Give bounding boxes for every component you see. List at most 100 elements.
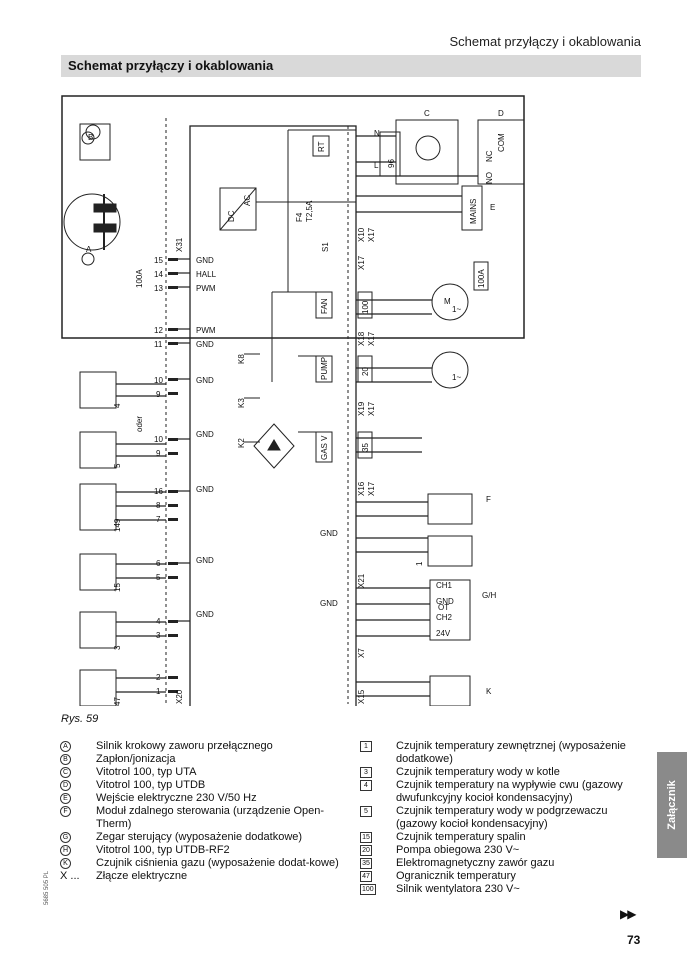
diagram-misc: oder (135, 416, 144, 432)
block-label: AC (243, 195, 252, 206)
connector-label: X20 (175, 689, 184, 704)
diagram-letter: A (86, 245, 92, 254)
left-pin-label: 14 (154, 270, 163, 279)
diagram-letter: F (486, 495, 491, 504)
code-label: 20 (361, 367, 370, 376)
left-pin-label: 9 (156, 449, 161, 458)
code-label: 100A (135, 269, 144, 288)
block-label: 96 (387, 159, 396, 168)
legend-text: Wejście elektryczne 230 V/50 Hz (96, 792, 257, 804)
doc-code: 5685 505 PL (44, 870, 50, 905)
diagram-misc: M (444, 297, 451, 306)
legend-text: Zapłon/jonizacja (96, 753, 176, 765)
legend-right: 1 Czujnik temperatury zewnętrznej (wyposa… (360, 740, 640, 896)
block-label: 24V (436, 629, 451, 638)
legend-text: Czujnik temperatury spalin (396, 831, 526, 843)
legend-key: 4 (360, 780, 372, 791)
side-tab-label: Załącznik (666, 780, 678, 830)
legend-key: C (60, 767, 71, 778)
figure-caption: Rys. 59 (61, 713, 99, 725)
legend-key: X ... (60, 870, 80, 882)
legend-text: Silnik krokowy zaworu przełącznego (96, 740, 273, 752)
block-label: S1 (321, 242, 330, 252)
legend-key: 3 (360, 767, 372, 778)
block-label: RT (317, 141, 326, 152)
legend-item: 100 Silnik wentylatora 230 V~ (360, 883, 640, 896)
code-label: 35 (361, 443, 370, 452)
legend-text: Czujnik temperatury na wypływie cwu (gaz… (396, 779, 623, 804)
diagram-letter: G/H (482, 591, 496, 600)
connector-label: X17 (357, 255, 366, 270)
block-label: T2,5A (305, 200, 314, 222)
legend-text: Złącze elektryczne (96, 870, 188, 882)
left-pin-label: 12 (154, 326, 163, 335)
legend-text: Elektromagnetyczny zawór gazu (396, 857, 555, 869)
left-pin-label: 6 (156, 559, 161, 568)
legend-key: D (60, 780, 71, 791)
legend-key: 1 (360, 741, 372, 752)
left-pin-label: 5 (156, 573, 161, 582)
block-label: K8 (237, 354, 246, 364)
legend-key: H (60, 845, 71, 856)
legend-key: 20 (360, 845, 372, 856)
diagram-letter: B (88, 133, 93, 142)
legend-text: Silnik wentylatora 230 V~ (396, 883, 520, 895)
code-label: 3 (113, 645, 122, 650)
block-label: F4 (295, 212, 304, 222)
legend-key: A (60, 741, 71, 752)
section-title: Schemat przyłączy i okablowania (68, 58, 274, 73)
left-pin-label: 2 (156, 673, 161, 682)
board-terminal-label: GND (196, 556, 214, 565)
legend-item: 35 Elektromagnetyczny zawór gazu (360, 857, 640, 870)
legend-item: C Vitotrol 100, typ UTA (60, 766, 350, 779)
block-label: K2 (237, 438, 246, 448)
left-pin-label: 10 (154, 376, 163, 385)
connector-label: X10 (357, 227, 366, 242)
left-pin-label: 9 (156, 390, 161, 399)
legend-text: Czujnik temperatury zewnętrznej (wyposaż… (396, 740, 626, 765)
legend-text: Zegar sterujący (wyposażenie dodatkowe) (96, 831, 303, 843)
block-label: GAS V (320, 435, 329, 460)
legend-item: G Zegar sterujący (wyposażenie dodatkowe) (60, 831, 350, 844)
diagram-misc: L (374, 161, 379, 170)
board-terminal-label: GND (196, 340, 214, 349)
block-label: CH1 (436, 581, 453, 590)
diagram-letter: C (424, 109, 430, 118)
section-bar (61, 55, 641, 77)
block-label: OT (438, 603, 449, 612)
block-label: COM (497, 133, 506, 152)
legend-item: X ... Złącze elektryczne (60, 870, 350, 883)
block-label: K3 (237, 398, 246, 408)
legend-key: B (60, 754, 71, 765)
board-terminal-label: GND (196, 610, 214, 619)
block-label: FAN (320, 298, 329, 314)
code-label: 100A (477, 269, 486, 288)
diagram-misc: N (374, 129, 380, 138)
legend-text: Vitotrol 100, typ UTA (96, 766, 197, 778)
legend-text: Moduł zdalnego sterowania (urządzenie Op… (96, 805, 325, 830)
board-terminal-label: GND (196, 430, 214, 439)
legend-text: Ogranicznik temperatury (396, 870, 516, 882)
side-tab (657, 752, 687, 858)
code-label: 1 (415, 561, 424, 566)
connector-label: X18 (357, 331, 366, 346)
block-label: CH2 (436, 613, 453, 622)
legend-key: G (60, 832, 71, 843)
diagram-misc: GND (320, 599, 338, 608)
legend-text: Czujnik temperatury wody w podgrzewaczu … (396, 805, 608, 830)
block-label: GND (436, 597, 454, 606)
legend-key: 100 (360, 884, 376, 895)
left-pin-label: 15 (154, 256, 163, 265)
legend-key: K (60, 858, 71, 869)
board-terminal-label: PWM (196, 284, 216, 293)
legend-key: 35 (360, 858, 372, 869)
board-terminal-label: HALL (196, 270, 217, 279)
connector-label: X19 (357, 401, 366, 416)
code-label: 5 (113, 463, 122, 468)
block-label: NC (485, 150, 494, 162)
legend-text: Vitotrol 100, typ UTDB (96, 779, 206, 791)
wiring-diagram: GND HALL PWM PWM GND GND GND GND GND GND… (61, 95, 525, 706)
block-label: MAINS (469, 199, 478, 224)
